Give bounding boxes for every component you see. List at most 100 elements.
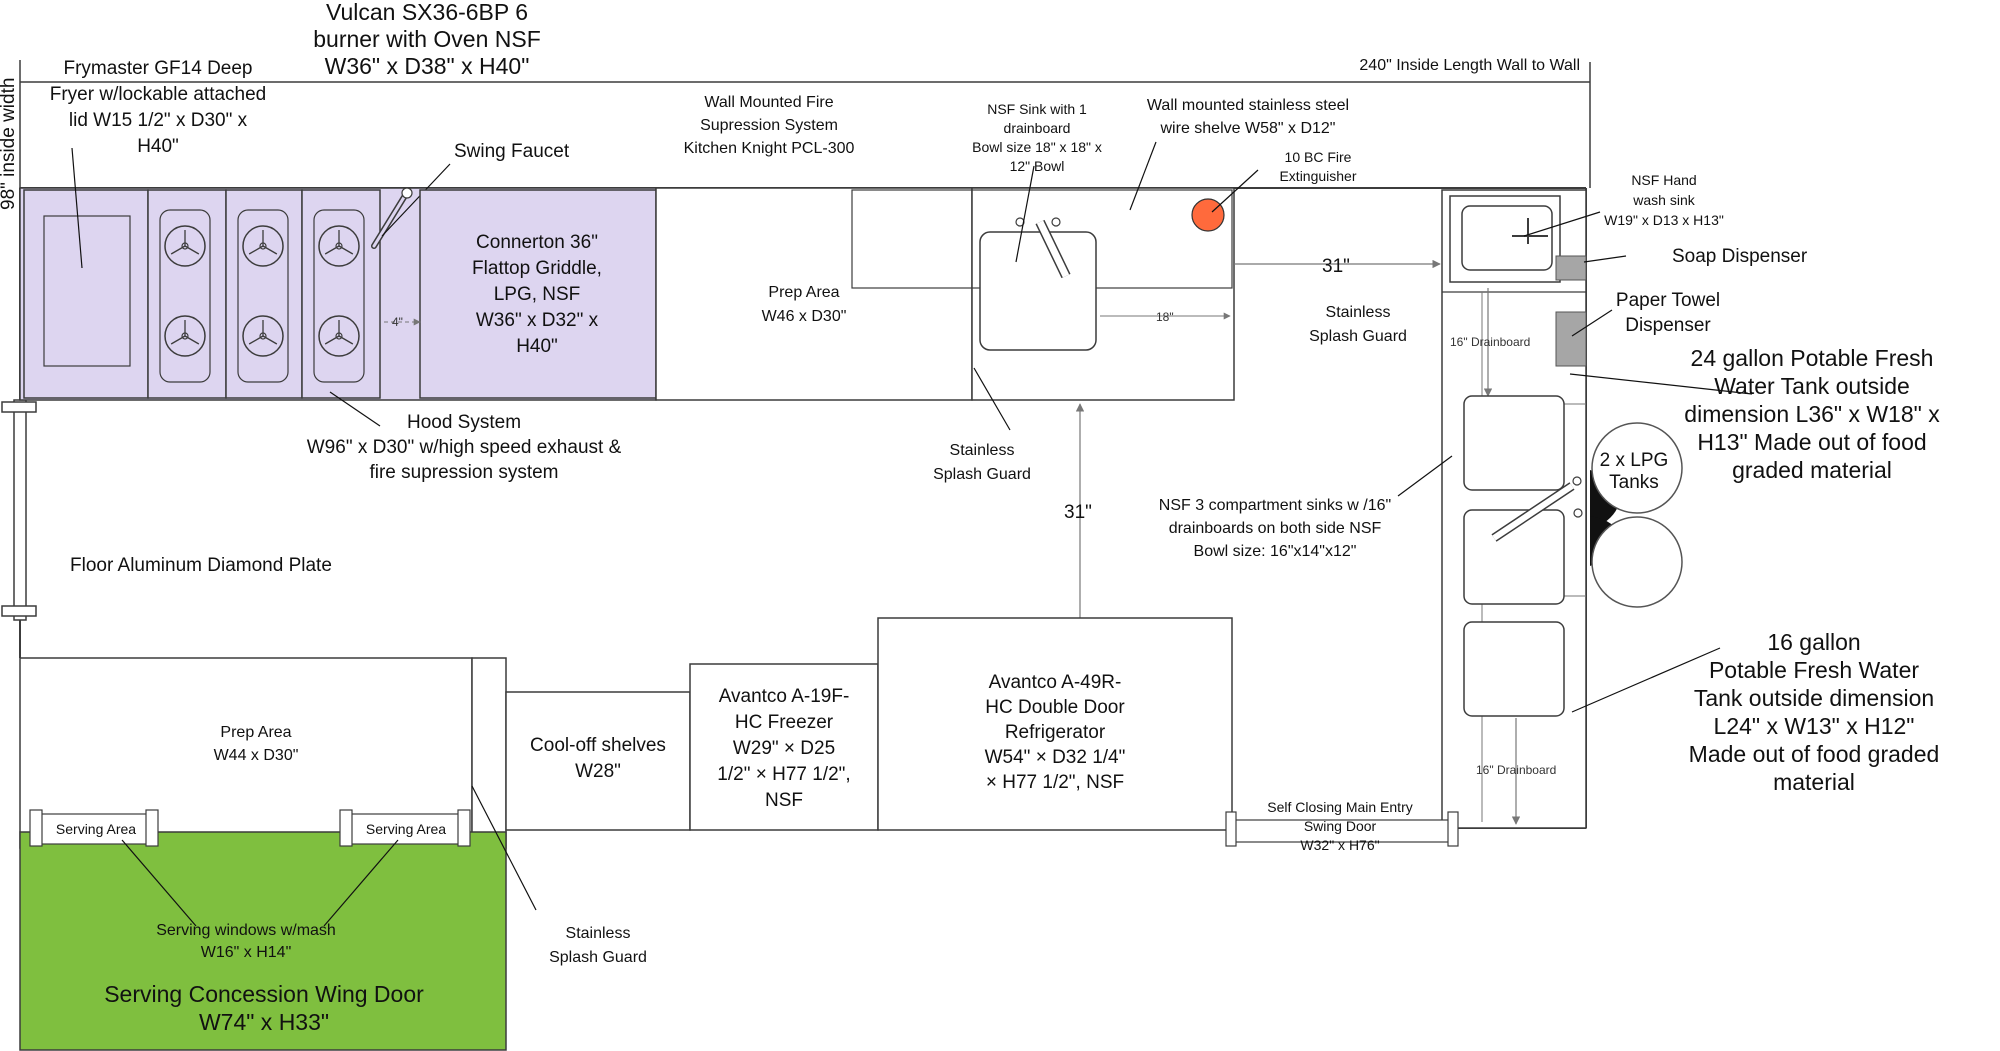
- vulcan-label-line: W36" x D38" x H40": [325, 53, 530, 79]
- hand-sink-label-line: wash sink: [1632, 192, 1695, 208]
- freezer-label-line: NSF: [765, 790, 803, 811]
- serving-area-2-label: Serving Area: [366, 821, 446, 837]
- vulcan-label-line: burner with Oven NSF: [313, 26, 541, 52]
- soap-dispenser-icon: [1555, 255, 1587, 281]
- wall-shelve-label-line: Wall mounted stainless steel: [1147, 97, 1349, 114]
- splash-bottom-label-line: Splash Guard: [549, 949, 647, 966]
- refrigerator: [877, 617, 1233, 831]
- drain16-bottom-label: 16" Drainboard: [1476, 763, 1556, 777]
- fire-suppression-label-line: Wall Mounted Fire: [704, 94, 833, 111]
- burner-grate-3: [313, 209, 365, 383]
- right-sink-column: [1441, 189, 1587, 829]
- refrigerator-label-line: HC Double Door: [985, 697, 1125, 718]
- burner-icon: [318, 225, 360, 267]
- three-comp-label-line: Bowl size: 16"x14"x12": [1194, 543, 1357, 560]
- serving-area-2-post-r: [457, 809, 471, 847]
- griddle-label-line: W36" x D32" x: [476, 310, 599, 331]
- compartment-knob-1: [1572, 476, 1582, 486]
- vulcan-label-line: Vulcan SX36-6BP 6: [326, 0, 528, 25]
- tank16-label-line: Tank outside dimension: [1694, 685, 1934, 711]
- serving-area-1-post-r: [145, 809, 159, 847]
- wing-door-label-line: Serving Concession Wing Door: [104, 981, 424, 1007]
- sink-pointer: [1015, 165, 1035, 263]
- three-comp-label-line: NSF 3 compartment sinks w /16": [1159, 497, 1391, 514]
- tank16-pointer: [1571, 647, 1721, 713]
- griddle: [419, 189, 657, 399]
- paper-towel-label-line: Paper Towel: [1616, 290, 1720, 311]
- wing-door-label-line: W74" x H33": [199, 1009, 329, 1035]
- nsf-sink-label-line: drainboard: [1004, 120, 1071, 136]
- griddle-label-line: H40": [516, 336, 558, 357]
- burner-icons: [164, 225, 360, 357]
- cool-off-label-line: Cool-off shelves: [530, 735, 666, 756]
- serving-wing-door: [19, 831, 507, 1051]
- splash-bottom-label-line: Stainless: [566, 925, 631, 942]
- tank24-label-line: Water Tank outside: [1714, 373, 1910, 399]
- serving-area-1-post-l: [29, 809, 43, 847]
- cool-off-shelves: [505, 691, 691, 831]
- refrigerator-label: Avantco A-49R-HC Double DoorRefrigerator…: [985, 672, 1126, 793]
- serving-windows-label-line: W16" x H14": [201, 944, 292, 961]
- tank16-label-line: Potable Fresh Water: [1709, 657, 1919, 683]
- compartment-faucet: [1491, 482, 1575, 542]
- frymaster-label-line: H40": [137, 136, 179, 157]
- side-window-cap-top: [1, 401, 37, 413]
- hood-label-line: W96" x D30" w/high speed exhaust &: [307, 437, 622, 458]
- entry-door-post-l: [1225, 811, 1237, 847]
- entry-door-label-line: W32" x H76": [1300, 837, 1379, 853]
- extinguisher-pointer: [1211, 169, 1259, 213]
- tank16-label-line: L24" x W13" x H12": [1714, 713, 1915, 739]
- prep-area-top: [655, 187, 973, 401]
- extinguisher-label-line: Extinguisher: [1279, 168, 1356, 184]
- entry-door-post-r: [1447, 811, 1459, 847]
- side-window-frame: [13, 399, 27, 621]
- lpg-tank-2: [1591, 516, 1683, 608]
- prep-area-top-label-line: Prep Area: [768, 284, 839, 301]
- inside-length-label: 240" Inside Length Wall to Wall: [1359, 57, 1580, 74]
- lpg-label-line: 2 x LPG: [1600, 450, 1669, 471]
- swing-faucet-knob: [401, 187, 413, 199]
- lpg-tank-1: [1591, 422, 1683, 514]
- griddle-label-line: Connerton 36": [476, 232, 598, 253]
- wall-shelve-label: Wall mounted stainless steel wire shelve …: [1147, 97, 1349, 137]
- sink-bowl: [979, 231, 1097, 351]
- burner-grate-2: [237, 209, 289, 383]
- paper-towel-label-line: Dispenser: [1625, 315, 1711, 336]
- hood-label-line: fire supression system: [369, 462, 558, 483]
- refrigerator-label-line: W54" × D32 1/4": [985, 747, 1126, 768]
- lpg-label-line: Tanks: [1609, 472, 1659, 493]
- dim31-mid-label: 31": [1064, 502, 1092, 523]
- drain16-top-label: 16" Drainboard: [1450, 335, 1530, 349]
- refrigerator-label-line: Refrigerator: [1005, 722, 1106, 743]
- tank24-label-line: H13" Made out of food: [1697, 429, 1926, 455]
- tank16-label-line: material: [1773, 769, 1855, 795]
- frymaster-label-line: Fryer w/lockable attached: [50, 84, 267, 105]
- serving-area-2-post-l: [339, 809, 353, 847]
- splash-right-label-line: Stainless: [1326, 304, 1391, 321]
- entry-door-label-line: Self Closing Main Entry: [1267, 799, 1413, 815]
- nsf-sink-label-line: NSF Sink with 1: [987, 101, 1087, 117]
- tank24-label-line: 24 gallon Potable Fresh: [1691, 345, 1934, 371]
- tank16-label-line: 16 gallon: [1767, 629, 1860, 655]
- griddle-label: Connerton 36"Flattop Griddle,LPG, NSFW36…: [472, 232, 602, 357]
- three-comp-label-line: drainboards on both side NSF: [1169, 520, 1382, 537]
- wall-shelve-label-line: wire shelve W58" x D12": [1160, 120, 1336, 137]
- compartment-bowl-1: [1463, 395, 1565, 491]
- splash-mid-label-line: Stainless: [950, 442, 1015, 459]
- splash-mid-pointer: [973, 367, 1011, 431]
- paper-towel-dispenser-icon: [1555, 311, 1587, 367]
- prep-area-bottom-label-line: Prep Area: [220, 724, 291, 741]
